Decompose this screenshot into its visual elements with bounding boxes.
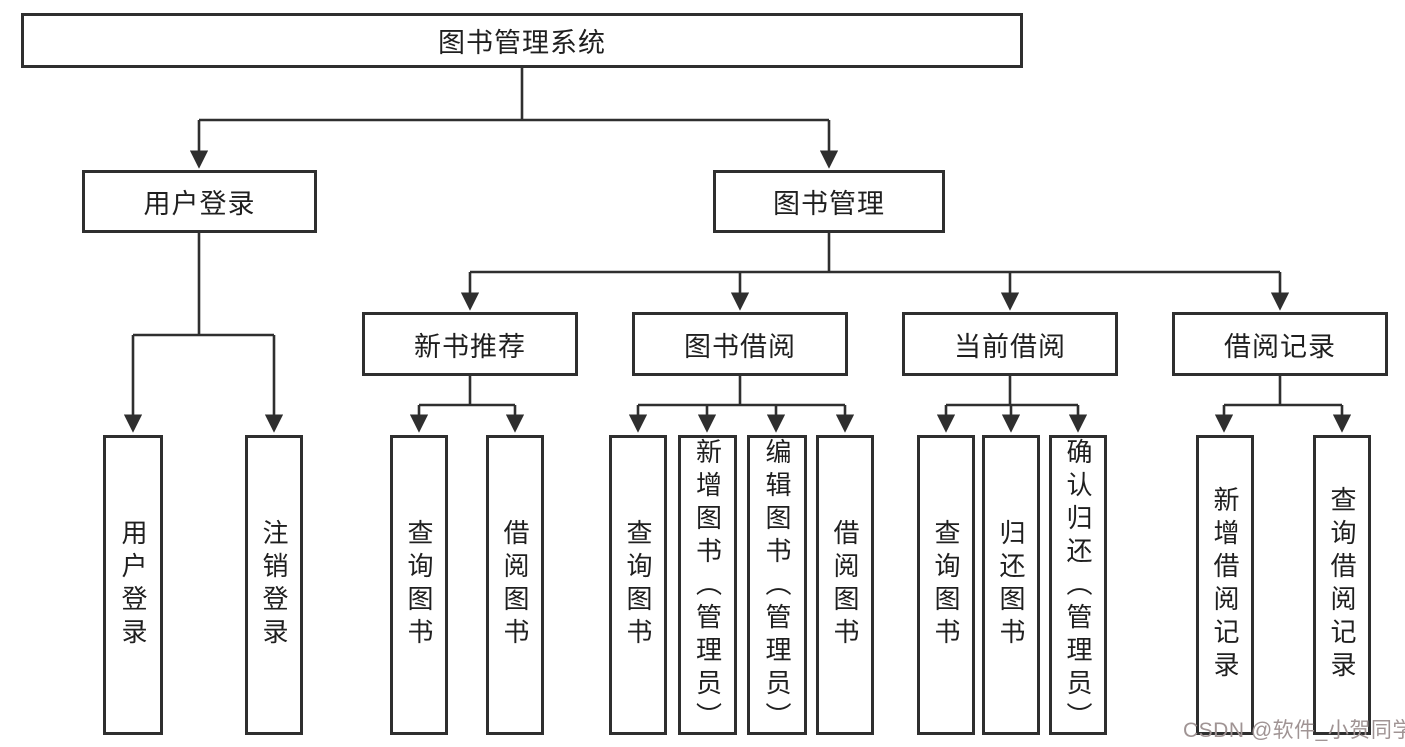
node-leaf-return-book-label: 归还图书 [996,519,1026,651]
node-root-label: 图书管理系统 [438,28,606,58]
node-new-book-rec-label: 新书推荐 [414,331,526,362]
node-leaf-user-login-label: 用户登录 [118,519,148,651]
node-leaf-add-borrow-record: 新增借阅记录 [1196,435,1254,735]
node-leaf-confirm-return: 确认归还（管理员） [1049,435,1107,735]
watermark: CSDN @软件_小贺同学 [1183,719,1405,742]
node-user-login-label: 用户登录 [143,189,256,219]
node-leaf-logout-label: 注销登录 [259,519,289,651]
node-user-login: 用户登录 [82,170,317,233]
connector-edges [123,68,1352,433]
node-leaf-logout: 注销登录 [245,435,303,735]
node-current-borrow: 当前借阅 [902,312,1118,376]
node-leaf-borrow-book-borrow-label: 借阅图书 [830,519,860,651]
node-leaf-borrow-book-rec-label: 借阅图书 [500,519,530,651]
node-leaf-edit-book: 编辑图书（管理员） [747,435,807,735]
node-book-mgmt-label: 图书管理 [773,189,885,219]
node-leaf-add-book-label: 新增图书（管理员） [692,438,723,735]
node-leaf-query-book-current: 查询图书 [917,435,975,735]
node-book-mgmt: 图书管理 [713,170,945,233]
node-leaf-query-borrow-record-label: 查询借阅记录 [1327,486,1357,684]
node-new-book-rec: 新书推荐 [362,312,578,376]
node-leaf-query-book-borrow: 查询图书 [609,435,667,735]
node-leaf-user-login: 用户登录 [103,435,163,735]
node-leaf-borrow-book-rec: 借阅图书 [486,435,544,735]
node-leaf-add-book: 新增图书（管理员） [678,435,737,735]
node-leaf-query-book-rec-label: 查询图书 [404,519,434,651]
node-book-borrow-label: 图书借阅 [684,331,796,362]
node-leaf-query-book-borrow-label: 查询图书 [623,519,653,651]
node-book-borrow: 图书借阅 [632,312,848,376]
node-root: 图书管理系统 [21,13,1023,68]
node-leaf-confirm-return-label: 确认归还（管理员） [1063,438,1093,735]
node-leaf-query-book-current-label: 查询图书 [931,519,961,651]
node-current-borrow-label: 当前借阅 [954,331,1066,362]
node-borrow-records-label: 借阅记录 [1224,331,1336,362]
node-leaf-return-book: 归还图书 [982,435,1040,735]
node-leaf-query-borrow-record: 查询借阅记录 [1313,435,1371,735]
node-leaf-borrow-book-borrow: 借阅图书 [816,435,874,735]
node-leaf-add-borrow-record-label: 新增借阅记录 [1210,486,1240,684]
node-borrow-records: 借阅记录 [1172,312,1388,376]
node-leaf-edit-book-label: 编辑图书（管理员） [762,438,792,735]
node-leaf-query-book-rec: 查询图书 [390,435,448,735]
